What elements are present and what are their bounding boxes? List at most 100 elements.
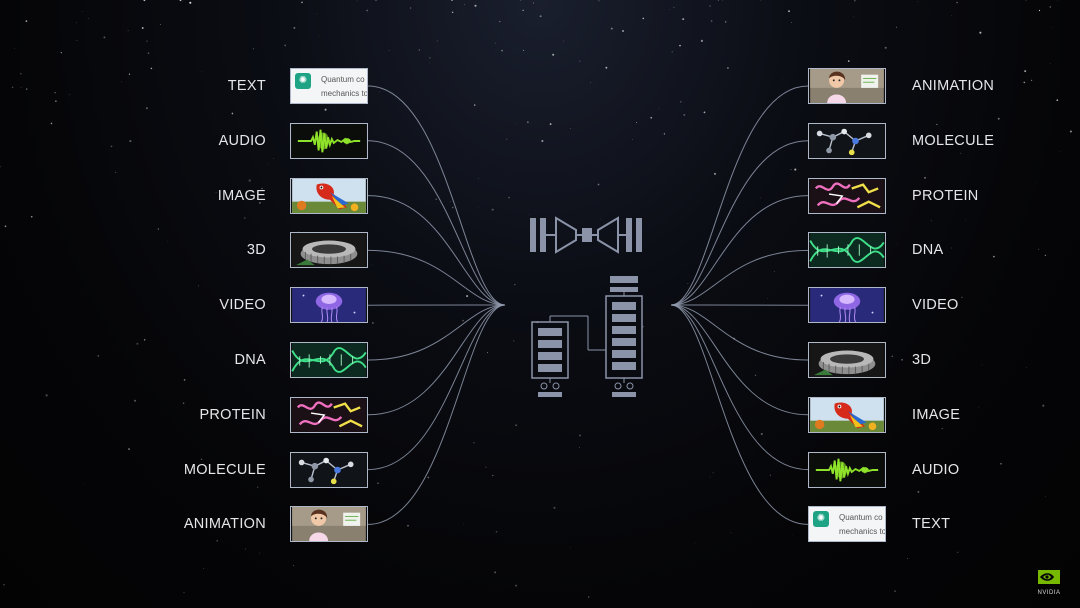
star bbox=[958, 88, 960, 90]
right-connection-wire bbox=[670, 304, 809, 416]
star bbox=[127, 30, 129, 32]
star bbox=[324, 108, 327, 111]
text-thumb-line-1: Quantum co bbox=[839, 513, 883, 523]
star bbox=[409, 7, 412, 9]
left-modality-thumbnail-dna bbox=[290, 342, 368, 378]
star bbox=[45, 394, 48, 397]
star bbox=[25, 88, 28, 90]
star bbox=[1025, 367, 1027, 368]
star bbox=[240, 91, 242, 93]
star bbox=[68, 94, 70, 96]
star bbox=[245, 548, 247, 550]
star bbox=[767, 298, 768, 300]
star bbox=[790, 169, 792, 171]
star bbox=[1044, 254, 1047, 257]
star bbox=[181, 1, 183, 2]
star bbox=[259, 552, 261, 554]
star bbox=[1054, 589, 1056, 591]
star bbox=[549, 123, 552, 126]
star bbox=[128, 448, 130, 451]
star bbox=[451, 0, 453, 1]
star bbox=[499, 20, 501, 23]
star bbox=[20, 73, 22, 75]
star bbox=[597, 183, 600, 186]
star bbox=[598, 0, 600, 2]
right-connection-wire bbox=[670, 304, 809, 525]
star bbox=[231, 112, 234, 115]
star bbox=[436, 40, 438, 42]
left-modality-label-3d: 3D bbox=[246, 242, 266, 259]
star bbox=[951, 247, 952, 249]
autoencoder-diagram bbox=[530, 216, 642, 254]
star bbox=[301, 1, 303, 4]
star bbox=[452, 206, 454, 209]
star bbox=[473, 442, 475, 444]
star bbox=[76, 40, 78, 41]
star bbox=[136, 342, 139, 345]
star bbox=[14, 48, 15, 49]
left-modality-thumbnail-video bbox=[290, 287, 368, 324]
star bbox=[622, 30, 624, 32]
left-modality-label-text: TEXT bbox=[227, 78, 266, 94]
star bbox=[1049, 5, 1052, 8]
star bbox=[1042, 404, 1045, 407]
star bbox=[794, 168, 797, 171]
star bbox=[143, 339, 146, 341]
right-modality-label-image: IMAGE bbox=[912, 406, 961, 423]
star bbox=[266, 365, 267, 367]
star bbox=[769, 474, 771, 476]
star bbox=[906, 557, 909, 560]
star bbox=[388, 49, 390, 51]
star bbox=[0, 165, 1, 168]
left-modality-label-audio: AUDIO bbox=[218, 132, 266, 149]
star bbox=[951, 15, 952, 16]
left-modality-thumbnail-3d bbox=[290, 232, 368, 269]
star bbox=[293, 564, 295, 567]
star bbox=[533, 2, 534, 4]
star bbox=[244, 217, 246, 219]
star bbox=[682, 18, 685, 21]
star bbox=[570, 128, 571, 129]
star bbox=[981, 364, 983, 366]
star bbox=[760, 0, 762, 1]
star bbox=[515, 424, 517, 426]
right-modality-label-dna: DNA bbox=[912, 242, 944, 259]
star bbox=[936, 123, 938, 125]
star bbox=[713, 172, 717, 175]
star bbox=[110, 145, 113, 148]
star bbox=[527, 121, 529, 123]
star bbox=[429, 57, 431, 59]
star bbox=[957, 551, 959, 553]
star bbox=[773, 271, 775, 273]
star bbox=[590, 82, 592, 84]
star bbox=[523, 49, 525, 51]
star bbox=[501, 49, 503, 52]
star bbox=[965, 219, 966, 221]
star bbox=[259, 202, 261, 204]
star bbox=[25, 20, 28, 22]
star bbox=[159, 23, 161, 25]
star bbox=[700, 39, 703, 42]
right-modality-thumbnail-protein bbox=[808, 177, 886, 214]
star bbox=[54, 92, 56, 94]
star bbox=[252, 48, 254, 50]
star bbox=[150, 67, 153, 70]
star bbox=[1049, 63, 1051, 64]
star bbox=[658, 108, 660, 109]
star bbox=[293, 26, 296, 29]
right-modality-label-text: TEXT bbox=[912, 516, 951, 533]
star bbox=[478, 178, 479, 179]
star bbox=[924, 176, 926, 179]
star bbox=[694, 542, 696, 544]
star bbox=[884, 46, 887, 49]
star bbox=[1045, 495, 1047, 497]
star bbox=[679, 44, 681, 47]
star bbox=[491, 208, 494, 211]
star bbox=[978, 407, 980, 408]
star bbox=[636, 122, 638, 124]
text-thumb-line-1: Quantum co bbox=[321, 75, 365, 84]
star bbox=[183, 379, 186, 381]
star bbox=[683, 113, 686, 116]
star bbox=[541, 140, 544, 142]
right-connection-wire bbox=[670, 195, 809, 306]
